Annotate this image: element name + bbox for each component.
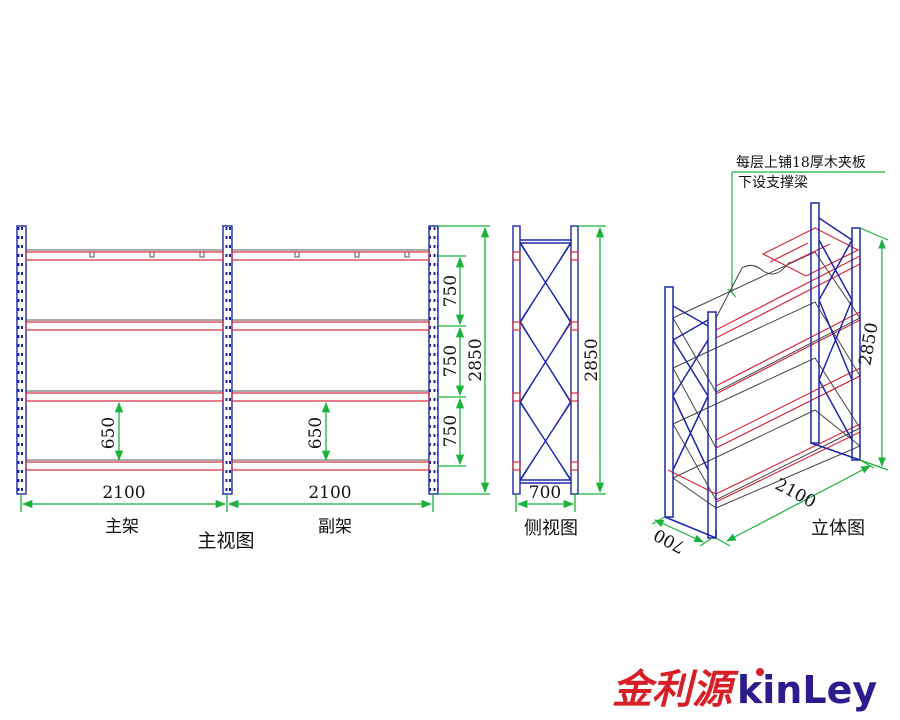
logo-cn: 金利源 bbox=[612, 667, 739, 713]
iso-note-leader bbox=[727, 171, 885, 298]
side-view: 2850 700 侧视图 bbox=[512, 225, 606, 539]
side-beam-ends bbox=[512, 251, 579, 471]
iso-view-title: 立体图 bbox=[811, 518, 865, 539]
level-dim-2: 750 bbox=[441, 345, 461, 377]
upright-holes bbox=[17, 226, 438, 494]
iso-beams bbox=[667, 227, 861, 503]
level-dim-3: 750 bbox=[441, 415, 461, 447]
iso-length-dim: 2100 bbox=[772, 475, 820, 513]
gap-dim-lines bbox=[114, 401, 331, 462]
iso-dim-lines bbox=[651, 227, 889, 547]
side-frame bbox=[512, 225, 579, 495]
side-dim-lines bbox=[515, 225, 606, 512]
logo-dot bbox=[756, 668, 764, 676]
board-cutaway bbox=[715, 261, 791, 319]
gap-dim-main: 650 bbox=[99, 417, 119, 449]
front-view: 650 650 750 750 750 2850 2100 2100 bbox=[16, 225, 490, 552]
kinley-logo: 金利源 kinLey bbox=[612, 667, 877, 713]
front-view-title: 主视图 bbox=[197, 530, 254, 552]
front-shelf-boards bbox=[26, 249, 429, 461]
width-dim-lines bbox=[20, 494, 434, 512]
side-view-title: 侧视图 bbox=[524, 518, 578, 539]
main-frame-label: 主架 bbox=[105, 517, 139, 537]
side-height-dim: 2850 bbox=[582, 338, 602, 381]
iso-view: 每层上铺18厚木夹板 下设支撑梁 bbox=[651, 155, 889, 557]
iso-depth-dim: 700 bbox=[651, 524, 689, 557]
gap-dim-sub: 650 bbox=[306, 417, 326, 449]
front-height-dim: 2850 bbox=[466, 338, 486, 381]
width-dim-sub: 2100 bbox=[308, 483, 351, 503]
sub-frame-label: 副架 bbox=[318, 517, 352, 537]
iso-note-line1: 每层上铺18厚木夹板 bbox=[736, 155, 866, 171]
iso-note-line2: 下设支撑梁 bbox=[738, 175, 808, 191]
side-depth-dim: 700 bbox=[529, 483, 561, 503]
level-dim-lines bbox=[438, 225, 490, 495]
front-beams bbox=[25, 251, 430, 471]
width-dim-main: 2100 bbox=[102, 483, 145, 503]
level-dim-1: 750 bbox=[441, 275, 461, 307]
